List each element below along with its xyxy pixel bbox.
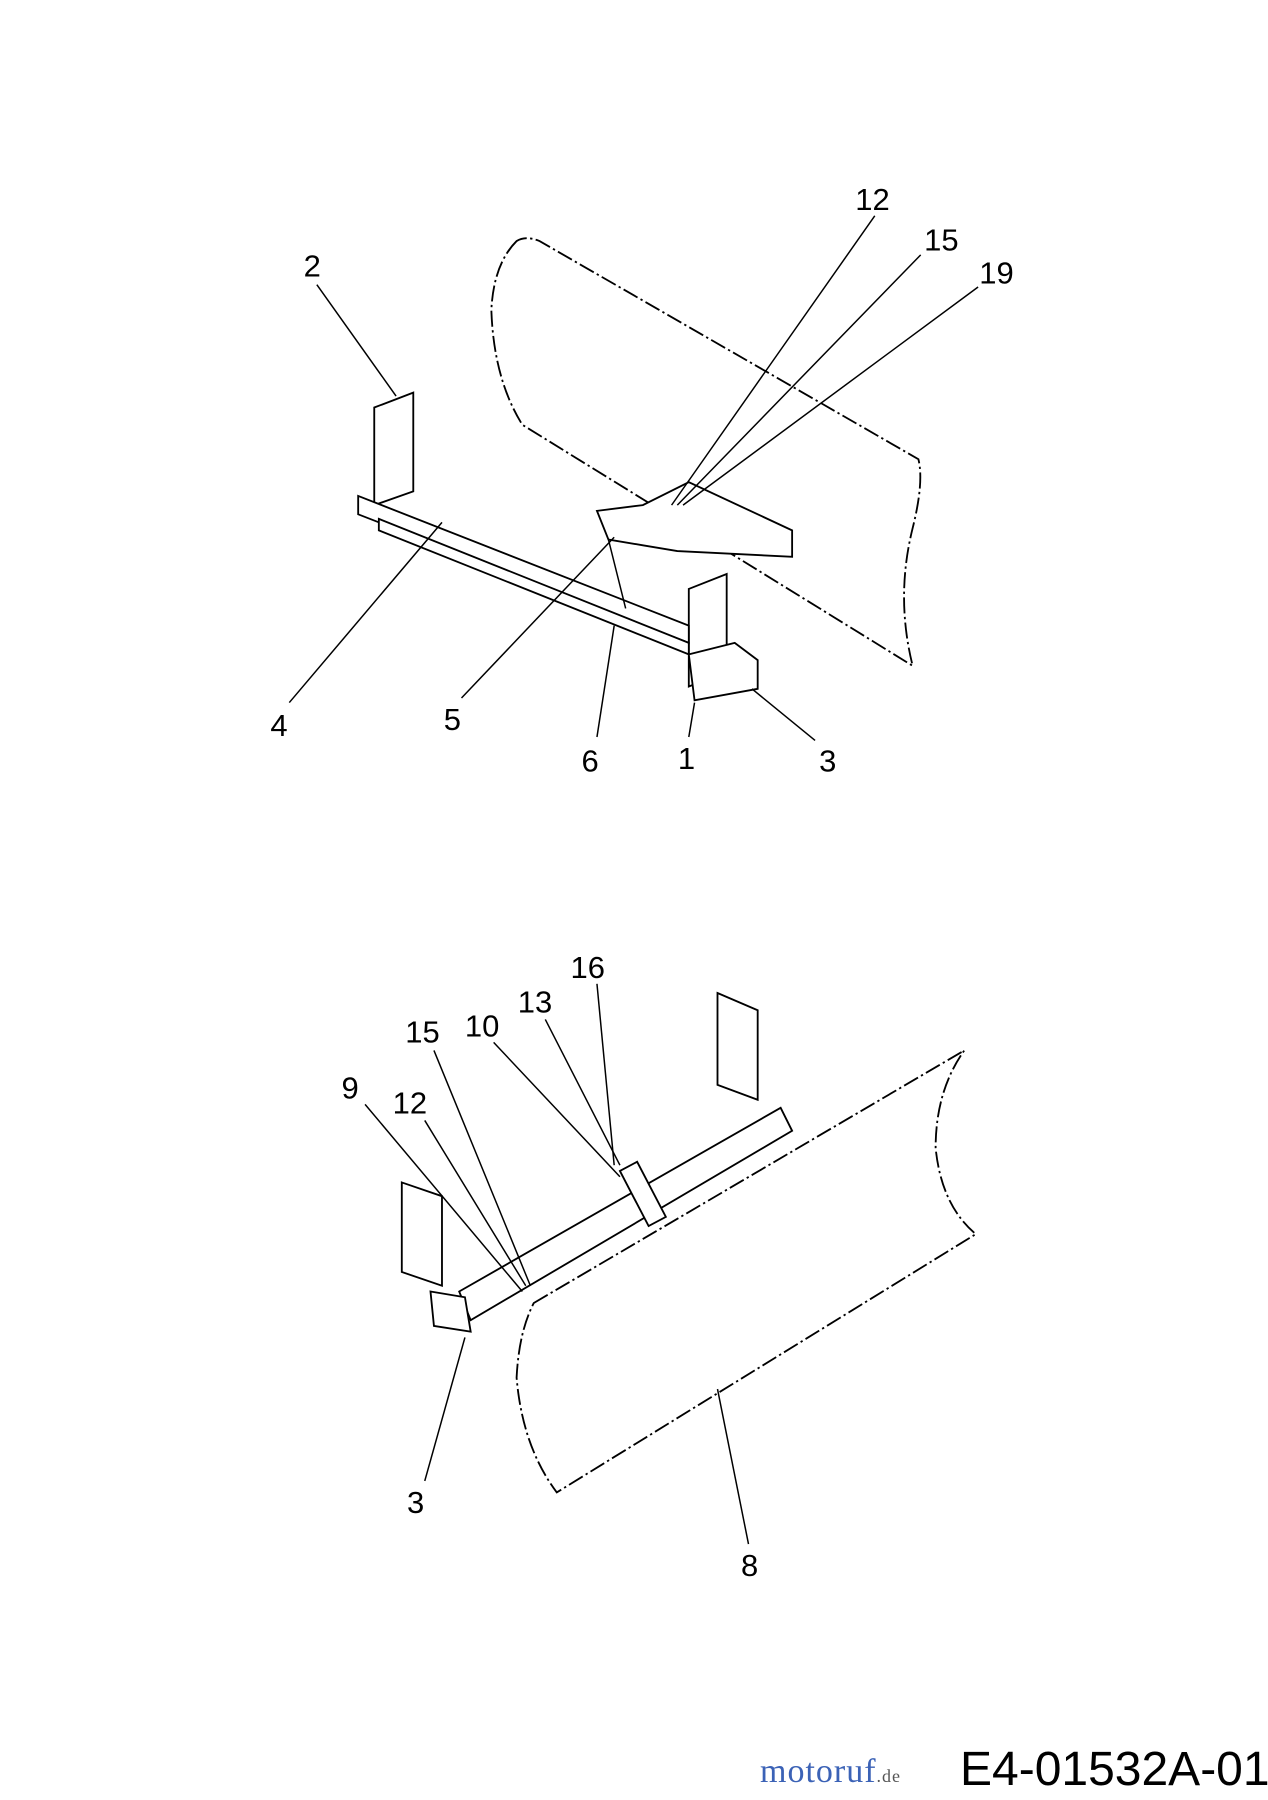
callout-2: 2: [304, 249, 321, 284]
watermark-logo: motoruf.de: [760, 1752, 901, 1796]
diagram-code: E4-01532A-01: [960, 1743, 1268, 1796]
top-brace: [607, 539, 627, 609]
bottom-mount-plate-right: [716, 991, 759, 1102]
top-assembly: [357, 237, 922, 702]
callout-1: 1: [678, 741, 695, 776]
callout-13: 13: [518, 985, 552, 1020]
watermark-suffix: .de: [876, 1766, 902, 1786]
callout-19: 19: [979, 256, 1013, 291]
callout-9: 9: [342, 1071, 359, 1106]
bottom-pivot: [618, 1160, 668, 1228]
bottom-mount-plate-left: [400, 1181, 443, 1288]
top-pivot-arm: [595, 481, 794, 558]
top-callout-labels: 12 15 19 2 4 5 6 1 3: [270, 182, 1013, 778]
bottom-crossbar: [458, 1106, 794, 1322]
top-mount-plate-left: [373, 391, 415, 507]
callout-15: 15: [405, 1014, 439, 1049]
top-leader-lines: [288, 215, 979, 742]
top-bracket: [687, 641, 759, 702]
callout-12: 12: [855, 182, 889, 217]
callout-5: 5: [444, 702, 461, 737]
callout-15: 15: [924, 222, 958, 257]
callout-3: 3: [819, 743, 836, 778]
bottom-end-bracket: [429, 1290, 472, 1333]
callout-12: 12: [393, 1086, 427, 1121]
callout-10: 10: [465, 1009, 499, 1044]
bottom-leader-lines: [364, 983, 750, 1545]
callout-6: 6: [581, 743, 598, 778]
watermark-text: motoruf: [760, 1753, 877, 1790]
callout-16: 16: [571, 950, 605, 985]
callout-8: 8: [741, 1548, 758, 1583]
bottom-assembly: [400, 991, 978, 1494]
blade-bottom: [515, 1049, 978, 1494]
bottom-callout-labels: 16 13 10 15 9 12 3 8: [342, 950, 759, 1583]
callout-3: 3: [407, 1485, 424, 1520]
callout-4: 4: [270, 708, 287, 743]
